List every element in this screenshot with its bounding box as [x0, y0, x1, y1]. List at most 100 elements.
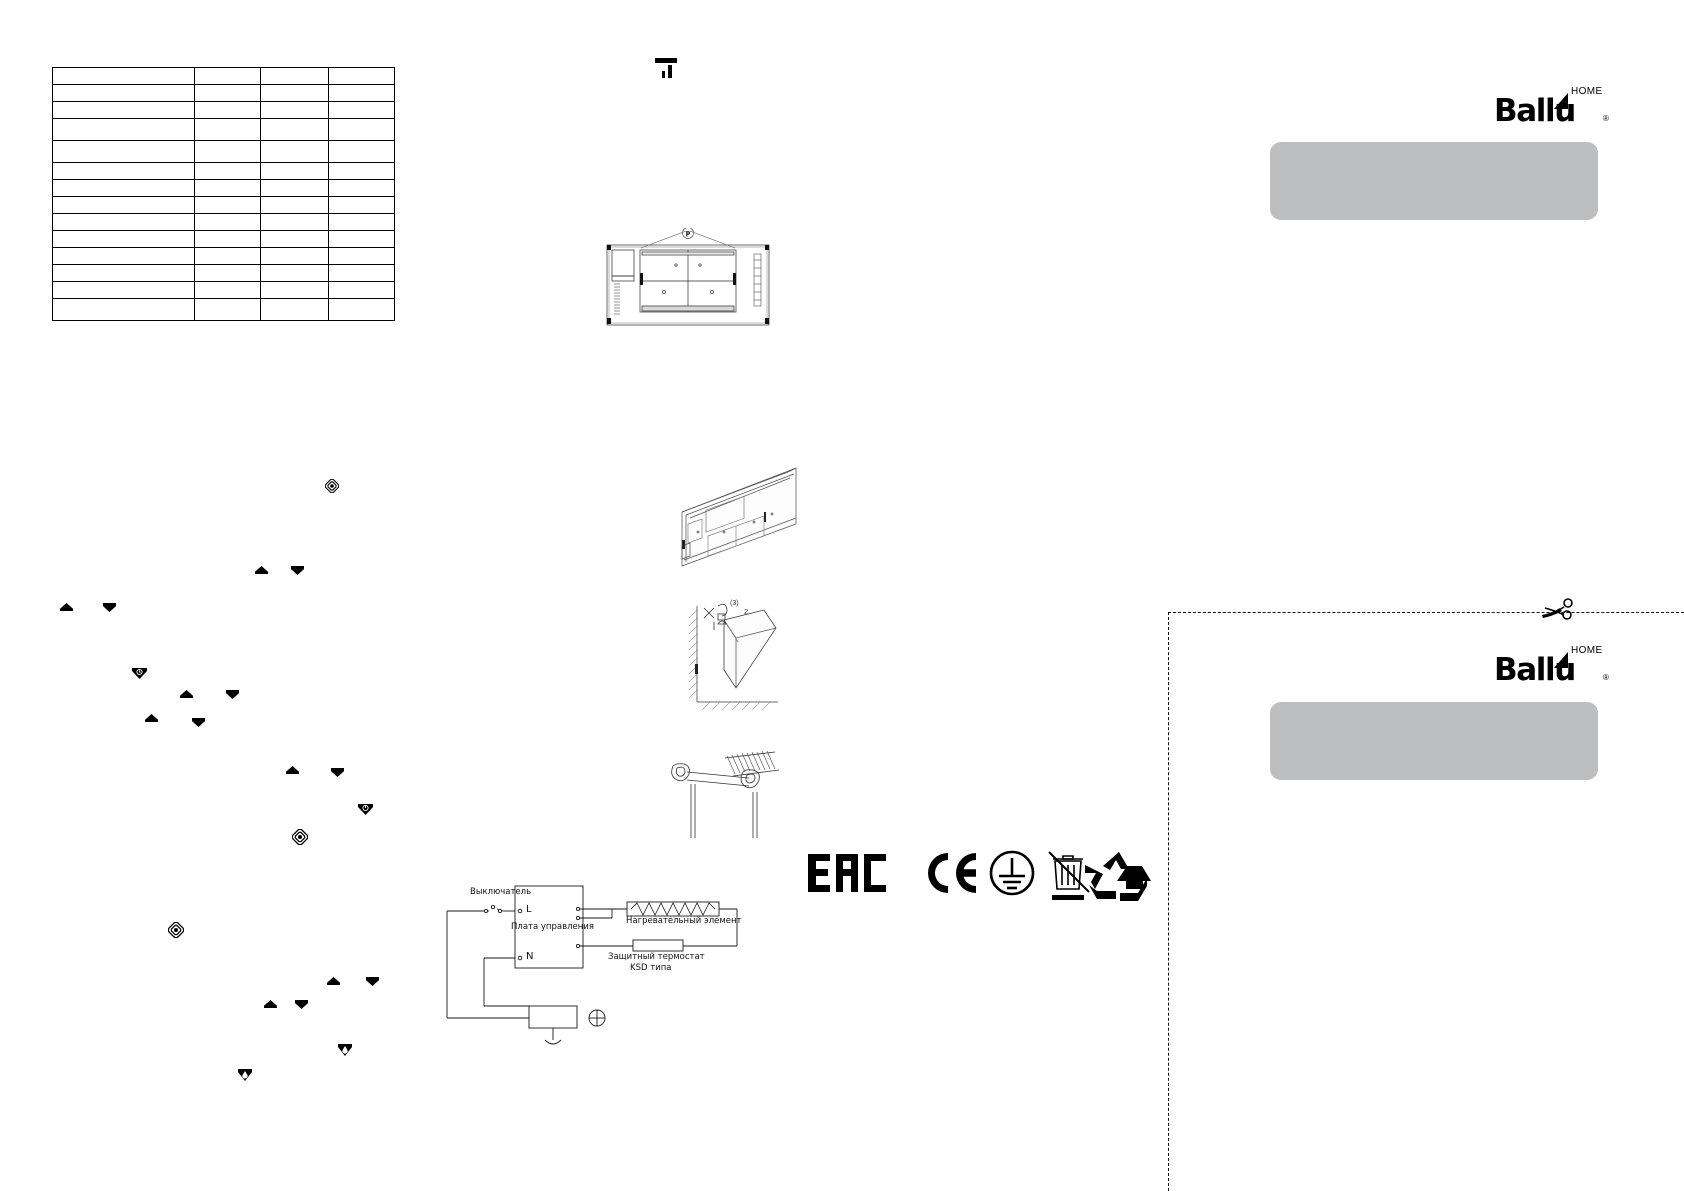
- table-cell: [193, 162, 261, 180]
- eac-mark: [808, 854, 886, 892]
- wiring-label-control-board: Плата управления: [511, 922, 594, 932]
- heater-perspective-drawing: [668, 466, 798, 574]
- table-cell: [193, 264, 261, 282]
- brand-registered-mark: ®: [1603, 114, 1609, 123]
- table-cell: [327, 101, 396, 119]
- table-cell: [52, 84, 195, 102]
- up-marker-icon: [327, 977, 340, 985]
- table-cell: [327, 179, 396, 197]
- table-row: [52, 162, 396, 180]
- cut-line-vertical: [1168, 612, 1169, 1191]
- wiring-label-terminal-l: L: [526, 904, 532, 915]
- down-marker-icon: [331, 768, 344, 777]
- table-cell: [327, 213, 396, 231]
- wiring-label-heating-element: Нагревательный элемент: [626, 916, 742, 926]
- table-cell: [259, 213, 329, 231]
- diamond-marker-icon: [167, 921, 185, 939]
- table-row: [52, 213, 396, 231]
- table-cell: [327, 162, 396, 180]
- table-cell: [259, 281, 329, 299]
- up-marker-icon: [180, 690, 193, 698]
- wiring-label-thermostat-line1: Защитный термостат: [608, 952, 705, 962]
- warranty-banner-top: [1270, 142, 1598, 220]
- table-row: [52, 140, 396, 163]
- table-row: [52, 101, 396, 119]
- specification-table: [52, 67, 396, 321]
- up-marker-icon: [60, 603, 73, 611]
- table-cell: [259, 101, 329, 119]
- warranty-banner-bottom: [1270, 702, 1598, 780]
- recycling-mark: [1085, 852, 1151, 901]
- brand-sub-label: HOME: [1571, 645, 1603, 656]
- up-marker-icon: [264, 1000, 277, 1008]
- table-row: [52, 281, 396, 299]
- table-cell: [52, 162, 195, 180]
- table-cell: [259, 84, 329, 102]
- table-cell: [193, 213, 261, 231]
- table-cell: [259, 118, 329, 141]
- table-cell: [193, 140, 261, 163]
- bracket-hook-detail-drawing: [665, 750, 783, 840]
- up-marker-icon: [255, 566, 268, 574]
- down-marker-icon: [226, 690, 239, 699]
- weee-crossed-bin-mark: [1048, 851, 1090, 900]
- table-cell: [259, 196, 329, 214]
- table-cell: [193, 247, 261, 265]
- table-cell: [259, 162, 329, 180]
- diamond-marker-icon: [324, 478, 340, 494]
- table-cell: [259, 67, 329, 85]
- table-row: [52, 298, 396, 321]
- table-cell: [193, 84, 261, 102]
- table-cell: [259, 179, 329, 197]
- table-row: [52, 196, 396, 214]
- table-cell: [327, 247, 396, 265]
- table-cell: [193, 101, 261, 119]
- scissors-icon: [1540, 596, 1574, 627]
- down-marker-icon: [295, 1000, 308, 1009]
- svg-text:2: 2: [744, 607, 748, 616]
- table-cell: [52, 230, 195, 248]
- diamond-marker-icon: [291, 828, 309, 846]
- table-cell: [52, 298, 195, 321]
- cut-line-horizontal: [1168, 612, 1684, 613]
- table-row: [52, 264, 396, 282]
- wiring-diagram: Выключатель L N Плата управления Нагрева…: [437, 878, 757, 1048]
- table-row: [52, 179, 396, 197]
- table-cell: [193, 230, 261, 248]
- top-crop-mark: [655, 58, 677, 78]
- table-cell: [327, 230, 396, 248]
- table-cell: [327, 140, 396, 163]
- table-cell: [327, 84, 396, 102]
- down-marker-icon: [366, 977, 379, 986]
- table-cell: [52, 101, 195, 119]
- table-cell: [52, 118, 195, 141]
- table-cell: [327, 298, 396, 321]
- warranty-card-top: Ballu HOME ®: [1270, 80, 1670, 240]
- table-cell: [193, 196, 261, 214]
- power-marker-icon: [358, 802, 373, 820]
- table-cell: [327, 264, 396, 282]
- up-marker-icon: [145, 714, 158, 722]
- table-cell: [259, 140, 329, 163]
- down-marker-icon: [192, 718, 205, 727]
- table-cell: [193, 281, 261, 299]
- table-cell: [193, 179, 261, 197]
- table-cell: [52, 213, 195, 231]
- table-cell: [259, 264, 329, 282]
- table-row: [52, 84, 396, 102]
- ballu-logo: Ballu HOME ®: [1494, 644, 1614, 688]
- wiring-label-thermostat-line2: KSD типа: [630, 963, 672, 973]
- table-row: [52, 230, 396, 248]
- table-cell: [327, 67, 396, 85]
- wiring-label-terminal-n: N: [526, 951, 534, 962]
- table-cell: [52, 140, 195, 163]
- table-cell: [193, 118, 261, 141]
- down-marker-icon: [291, 566, 304, 575]
- rear-panel-bracket-drawing: P: [598, 228, 778, 333]
- table-cell: [52, 247, 195, 265]
- up-marker-icon: [286, 766, 299, 774]
- svg-text:P: P: [686, 232, 690, 238]
- down-marker-icon: [103, 603, 116, 612]
- table-row: [52, 118, 396, 141]
- table-cell: [327, 118, 396, 141]
